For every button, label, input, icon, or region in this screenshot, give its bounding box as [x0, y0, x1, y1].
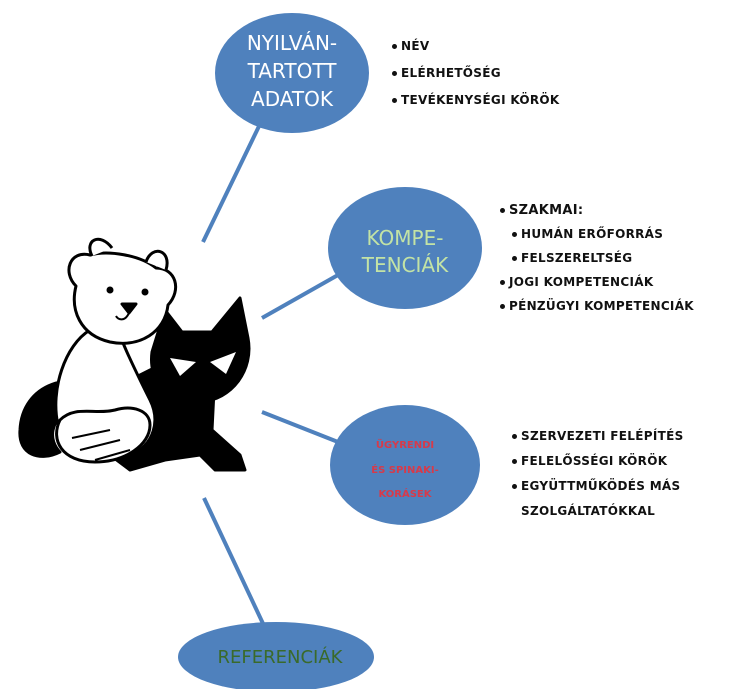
bear-and-black-cat-icon [18, 237, 251, 472]
bullet-icon [512, 434, 517, 439]
bullet-icon [500, 280, 505, 285]
node-ugyrend-line-3: KORÁSEK [378, 487, 432, 500]
list-item-continuation: SZOLGÁLTATÓKKAL [521, 504, 656, 518]
list-item: TEVÉKENYSÉGI KÖRÖK [392, 94, 560, 121]
bullet-icon [512, 232, 517, 237]
list-item: FELELŐSSÉGI KÖRÖK [512, 455, 684, 480]
bullet-icon [500, 208, 505, 213]
list-item: JOGI KOMPETENCIÁK [500, 276, 694, 300]
node-kompetenciak-line-2: TENCIÁK [361, 253, 449, 277]
list-item: FELSZERELTSÉG [500, 252, 694, 276]
connector-lower-right [261, 410, 339, 444]
node-nyilvantartott-line-3: ADATOK [251, 87, 334, 111]
connector-bottom [202, 497, 268, 631]
list-item: HUMÁN ERŐFORRÁS [500, 228, 694, 252]
connector-top [201, 119, 264, 243]
node-nyilvantartott [215, 13, 369, 133]
bullet-icon [512, 484, 517, 489]
connector-upper-right [261, 273, 339, 320]
bullet-icon [392, 98, 397, 103]
node-ugyrend [330, 405, 480, 525]
node-nyilvantartott-line-1: NYILVÁN- [247, 31, 337, 55]
list-item: ELÉRHETŐSÉG [392, 67, 560, 94]
list-item: SZERVEZETI FELÉPÍTÉS [512, 430, 684, 455]
bullet-icon [392, 71, 397, 76]
list-item: SZAKMAI: [500, 204, 694, 228]
node-kompetenciak [328, 187, 482, 309]
bullets-kompetenciak: SZAKMAI: HUMÁN ERŐFORRÁS FELSZERELTSÉG J… [500, 204, 694, 324]
node-kompetenciak-line-1: KOMPE- [367, 226, 444, 250]
node-referenciak [178, 622, 374, 689]
node-referenciak-label: REFERENCIÁK [218, 646, 344, 668]
bullet-icon [512, 459, 517, 464]
bullet-icon [392, 44, 397, 49]
list-item: PÉNZÜGYI KOMPETENCIÁK [500, 300, 694, 324]
node-ugyrend-line-2: ÉS SPINAKI- [371, 463, 439, 476]
bullets-nyilvantartott: NÉV ELÉRHETŐSÉG TEVÉKENYSÉGI KÖRÖK [392, 40, 560, 121]
bullets-ugyrend: SZERVEZETI FELÉPÍTÉS FELELŐSSÉGI KÖRÖK E… [512, 430, 684, 530]
node-nyilvantartott-line-2: TARTOTT [247, 59, 338, 83]
bullet-icon [512, 256, 517, 261]
bullet-icon [500, 304, 505, 309]
list-item: EGYÜTTMŰKÖDÉS MÁS [512, 480, 684, 505]
node-ugyrend-line-1: ÜGYRENDI [376, 437, 434, 451]
list-item: NÉV [392, 40, 560, 67]
